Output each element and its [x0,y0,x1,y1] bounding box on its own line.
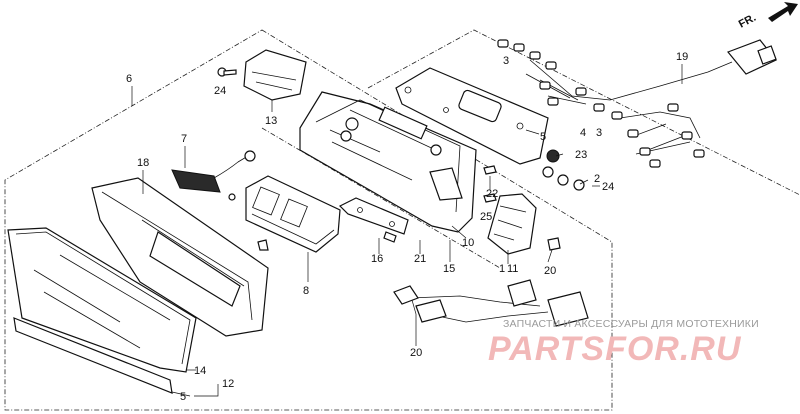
front-direction-label: FR. [737,12,758,31]
socket-wire-harness [497,39,777,168]
side-lamp-housing [487,193,537,255]
callout-23: 23 [575,149,587,161]
callout-14: 14 [194,365,206,377]
callout-5: 5 [180,391,186,403]
callout-1: 1 [499,263,505,275]
callout-25: 24 [602,181,614,193]
panel-sub-boundary [261,127,501,269]
callout-22: 22 [486,188,498,200]
watermark-logo: PARTSFOR.RU [488,330,742,368]
callout-13: 12 [222,378,234,390]
upper-lamp-housing [243,49,307,101]
callout-24a: 24 [214,85,226,97]
bulb-sockets [497,39,705,168]
callout-3b: 3 [596,127,602,139]
callout-leaders [131,64,683,397]
front-direction-arrow: FR. [737,2,798,31]
callout-6: 6 [126,73,132,85]
callout-2: 2 [594,173,600,185]
lower-trim-strip [13,317,173,394]
fasteners [217,67,585,251]
callout-8: 8 [303,285,309,297]
callout-24b: 25 [480,211,492,223]
indicator-unit [171,150,256,201]
callout-20: 20 [544,265,556,277]
watermark-tagline: ЗАПЧАСТИ И АКСЕССУАРЫ ДЛЯ МОТОТЕХНИКИ [503,318,759,330]
callout-labels: 6 24 13 7 18 8 16 21 15 10 1 11 20 22 25… [126,51,688,403]
callout-12: 13 [265,115,277,127]
callout-16: 16 [371,253,383,265]
meter-lens [7,227,197,373]
callout-18: 19 [676,51,688,63]
callout-21: 21 [414,253,426,265]
callout-7: 5 [540,131,546,143]
callout-10: 10 [462,237,474,249]
gauge-module [245,175,341,253]
callout-9: 7 [181,133,187,145]
callout-3a: 3 [503,55,509,67]
callout-15: 15 [443,263,455,275]
connector-sub-harness [393,279,589,327]
wire-harness-boundary [367,29,800,196]
callout-19: 20 [410,347,422,359]
callout-4: 4 [580,127,586,139]
mounting-bracket [338,197,409,243]
meter-base-panel [299,91,477,233]
assembly-boundary [4,29,613,411]
meter-visor [91,177,269,337]
rear-cover [395,67,549,165]
callout-17: 18 [137,157,149,169]
callout-11: 11 [507,263,518,275]
